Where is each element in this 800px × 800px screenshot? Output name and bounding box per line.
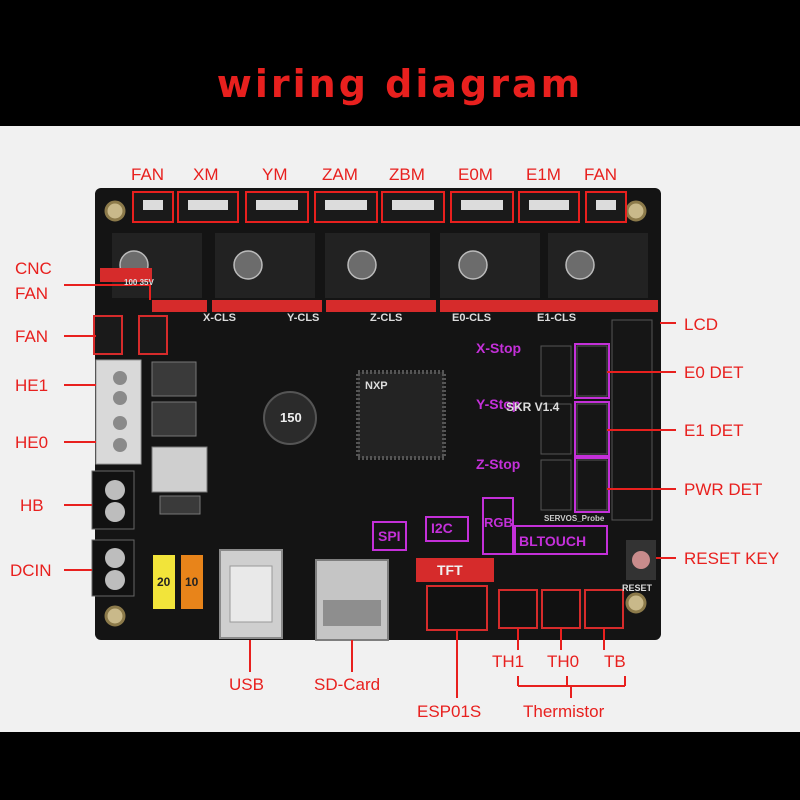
label-zbm: ZBM	[389, 165, 425, 184]
board-chip: NXP	[365, 380, 388, 392]
left-terminals	[91, 315, 168, 597]
board-y-stop: Y-Stop	[476, 396, 521, 412]
label-hb: HB	[20, 496, 44, 515]
board-z-cls: Z-CLS	[370, 312, 403, 324]
board-model: SKR V1.4	[506, 400, 560, 414]
thermistor-connectors	[498, 589, 624, 629]
label-usb: USB	[229, 675, 264, 694]
label-fan-top: FAN	[131, 165, 165, 184]
board-e0-cls: E0-CLS	[452, 312, 492, 324]
diagram-title: wiring diagram	[216, 62, 584, 106]
esp-header	[426, 585, 488, 631]
board-i2c: I2C	[431, 520, 453, 536]
driver-slots	[100, 233, 658, 312]
top-band	[0, 0, 800, 126]
label-e1m: E1M	[526, 165, 561, 184]
label-fan-left: FAN	[15, 327, 49, 346]
board-fuse-20: 20	[157, 575, 171, 589]
label-sd-card: SD-Card	[314, 675, 381, 694]
board-bltouch: BLTOUCH	[519, 533, 587, 549]
label-reset-key: RESET KEY	[684, 549, 780, 568]
board-servos-probe: SERVOS_Probe	[544, 514, 605, 523]
label-he0: HE0	[15, 433, 49, 452]
magenta-outlines	[372, 343, 610, 555]
label-lcd: LCD	[684, 315, 719, 334]
tft-header	[416, 558, 494, 582]
label-cnc: CNC	[15, 259, 52, 278]
leader-lines	[64, 284, 676, 698]
label-e1-det: E1 DET	[684, 421, 744, 440]
connector-pins	[143, 200, 616, 210]
label-tb: TB	[604, 652, 626, 671]
mounting-holes	[104, 200, 647, 627]
label-zam: ZAM	[322, 165, 358, 184]
board-tft: TFT	[437, 562, 463, 578]
board-e1-cls: E1-CLS	[537, 312, 577, 324]
board-cap-value: 100 35V	[124, 278, 154, 287]
board-z-stop: Z-Stop	[476, 456, 521, 472]
label-e0-det: E0 DET	[684, 363, 744, 382]
mcu-chip	[356, 370, 446, 460]
board-fuse-10: 10	[185, 575, 199, 589]
board-x-stop: X-Stop	[476, 340, 522, 356]
label-e0m: E0M	[458, 165, 493, 184]
right-headers	[540, 319, 653, 521]
label-thermistor: Thermistor	[523, 702, 605, 721]
label-xm: XM	[193, 165, 219, 184]
mosfets	[151, 361, 208, 515]
inductor	[263, 391, 317, 445]
bottom-band	[0, 732, 800, 800]
label-th1: TH1	[492, 652, 525, 671]
label-he1: HE1	[15, 376, 49, 395]
fuse-20	[153, 555, 175, 609]
board-x-cls: X-CLS	[203, 312, 236, 324]
label-fan-top-right: FAN	[584, 165, 618, 184]
board-reset: RESET	[622, 583, 653, 593]
label-dcin: DCIN	[10, 561, 52, 580]
label-cnc-fan: FAN	[15, 284, 49, 303]
label-pwr-det: PWR DET	[684, 480, 763, 499]
label-esp01s: ESP01S	[417, 702, 482, 721]
label-th0: TH0	[547, 652, 580, 671]
board-rgb: RGB	[484, 515, 513, 530]
board-inductor: 150	[280, 410, 302, 425]
board-y-cls: Y-CLS	[287, 312, 320, 324]
label-ym: YM	[262, 165, 288, 184]
fuse-10	[181, 555, 203, 609]
board-spi: SPI	[378, 528, 401, 544]
